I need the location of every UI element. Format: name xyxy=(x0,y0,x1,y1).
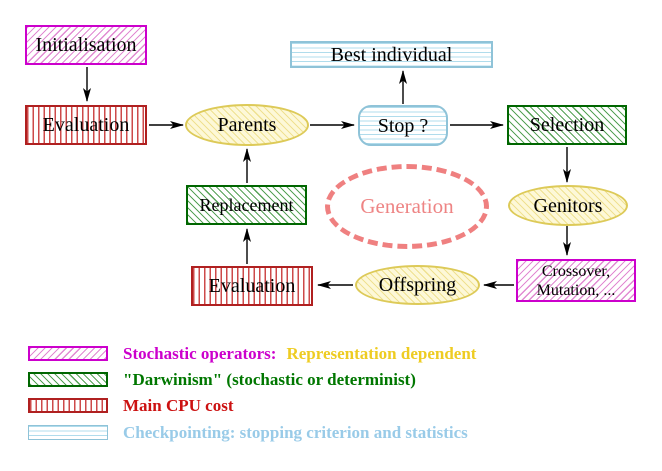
legend-text-stochastic-operators: Stochastic operators: xyxy=(123,344,277,363)
node-stop: Stop ? xyxy=(358,105,448,146)
node-best-individual: Best individual xyxy=(290,41,493,68)
legend-swatch-cyan-stripes xyxy=(28,425,108,440)
crossover-line1: Crossover, xyxy=(541,262,611,280)
node-evaluation-top: Evaluation xyxy=(25,105,147,145)
node-genitors: Genitors xyxy=(508,185,628,226)
node-offspring: Offspring xyxy=(355,265,480,305)
crossover-line2: Mutation, ... xyxy=(536,281,616,299)
node-parents: Parents xyxy=(185,104,309,146)
node-initialisation: Initialisation xyxy=(25,25,147,65)
legend-row-stochastic: Stochastic operators: Representation depe… xyxy=(28,345,476,362)
legend-text-cpu-cost: Main CPU cost xyxy=(123,396,234,415)
legend-row-cpu-cost: Main CPU cost xyxy=(28,397,233,414)
legend-text-checkpointing: Checkpointing: stopping criterion and st… xyxy=(123,423,468,442)
generation-loop-ellipse: Generation xyxy=(325,164,489,249)
legend-row-darwinism: "Darwinism" (stochastic or determinist) xyxy=(28,371,416,388)
node-evaluation-bottom: Evaluation xyxy=(191,266,313,306)
legend-row-checkpointing: Checkpointing: stopping criterion and st… xyxy=(28,424,468,441)
legend-swatch-red-stripes xyxy=(28,398,108,413)
node-selection: Selection xyxy=(507,105,627,145)
node-replacement: Replacement xyxy=(186,185,307,225)
legend-swatch-magenta-hatch xyxy=(28,346,108,361)
node-crossover-mutation: Crossover, Mutation, ... xyxy=(516,259,636,302)
legend-text-darwinism: "Darwinism" (stochastic or determinist) xyxy=(123,370,416,389)
legend-swatch-green-hatch xyxy=(28,372,108,387)
legend-text-representation-dependent: Representation dependent xyxy=(286,344,477,363)
legend-label-stochastic: Stochastic operators: Representation depe… xyxy=(123,345,476,362)
